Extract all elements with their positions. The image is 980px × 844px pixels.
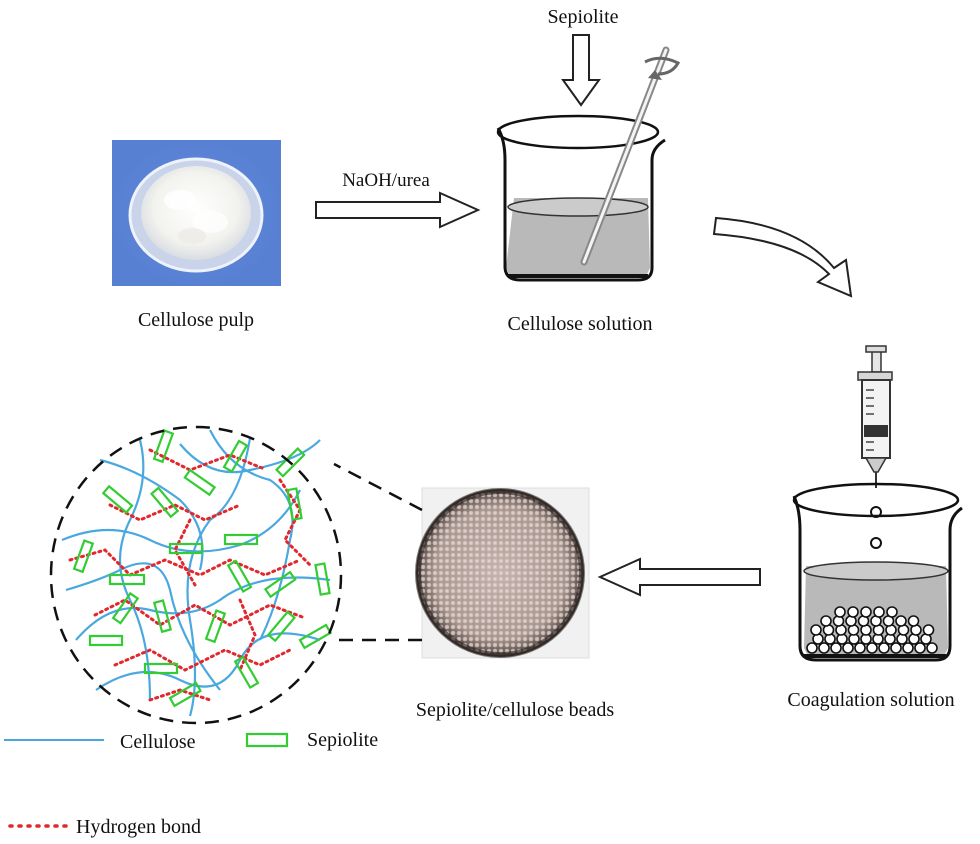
naoh-arrow — [315, 191, 481, 229]
cellulose-solution-liquid — [506, 198, 650, 276]
beaker-coagulation — [792, 482, 963, 662]
legend-sepiolite-label: Sepiolite — [307, 729, 378, 751]
legend-hydrogen-bond-label: Hydrogen bond — [76, 816, 201, 838]
bead — [873, 606, 885, 618]
structure-zoom — [49, 425, 343, 725]
bead — [926, 642, 938, 654]
bead — [818, 642, 830, 654]
zoom-line-top — [333, 462, 423, 512]
syringe-icon — [857, 345, 893, 488]
bead — [902, 642, 914, 654]
sepiolite-rods — [72, 429, 332, 708]
bead — [810, 624, 822, 636]
bead — [878, 642, 890, 654]
curved-arrow — [712, 216, 853, 298]
bead — [860, 606, 872, 618]
legend-cellulose-label: Cellulose — [120, 731, 196, 753]
beads-photo — [415, 487, 590, 659]
beaker-solution — [496, 46, 681, 282]
cellulose-solution-label: Cellulose solution — [508, 313, 653, 335]
beaker-outline — [496, 127, 666, 282]
bead — [842, 642, 854, 654]
naoh-urea-label: NaOH/urea — [342, 170, 430, 191]
legend-sepiolite-rect — [245, 732, 289, 748]
bead-pile — [806, 606, 938, 654]
bead — [847, 606, 859, 618]
drop — [870, 537, 882, 549]
coagulation-solution-label: Coagulation solution — [787, 689, 954, 711]
bead — [834, 606, 846, 618]
hydrogen-bonds — [68, 448, 312, 702]
left-arrow — [597, 557, 761, 597]
bead — [890, 642, 902, 654]
legend: Cellulose Sepiolite Hydrogen bond — [4, 729, 378, 838]
beaker-outline — [792, 495, 963, 662]
bead — [854, 642, 866, 654]
bead — [895, 615, 907, 627]
bead — [830, 642, 842, 654]
zoom-circle — [49, 425, 343, 725]
sepiolite-top-label: Sepiolite — [547, 6, 618, 28]
bead — [806, 642, 818, 654]
bead — [886, 606, 898, 618]
pulp-photo — [112, 140, 281, 286]
bead — [922, 624, 935, 636]
cellulose-pulp — [141, 166, 251, 260]
bead — [866, 642, 878, 654]
bead — [914, 642, 926, 654]
bead — [907, 615, 920, 627]
sepiolite-down-arrow — [561, 34, 601, 107]
bead — [820, 615, 832, 627]
beads-label: Sepiolite/cellulose beads — [416, 699, 614, 721]
cellulose-pulp-label: Cellulose pulp — [138, 309, 254, 331]
